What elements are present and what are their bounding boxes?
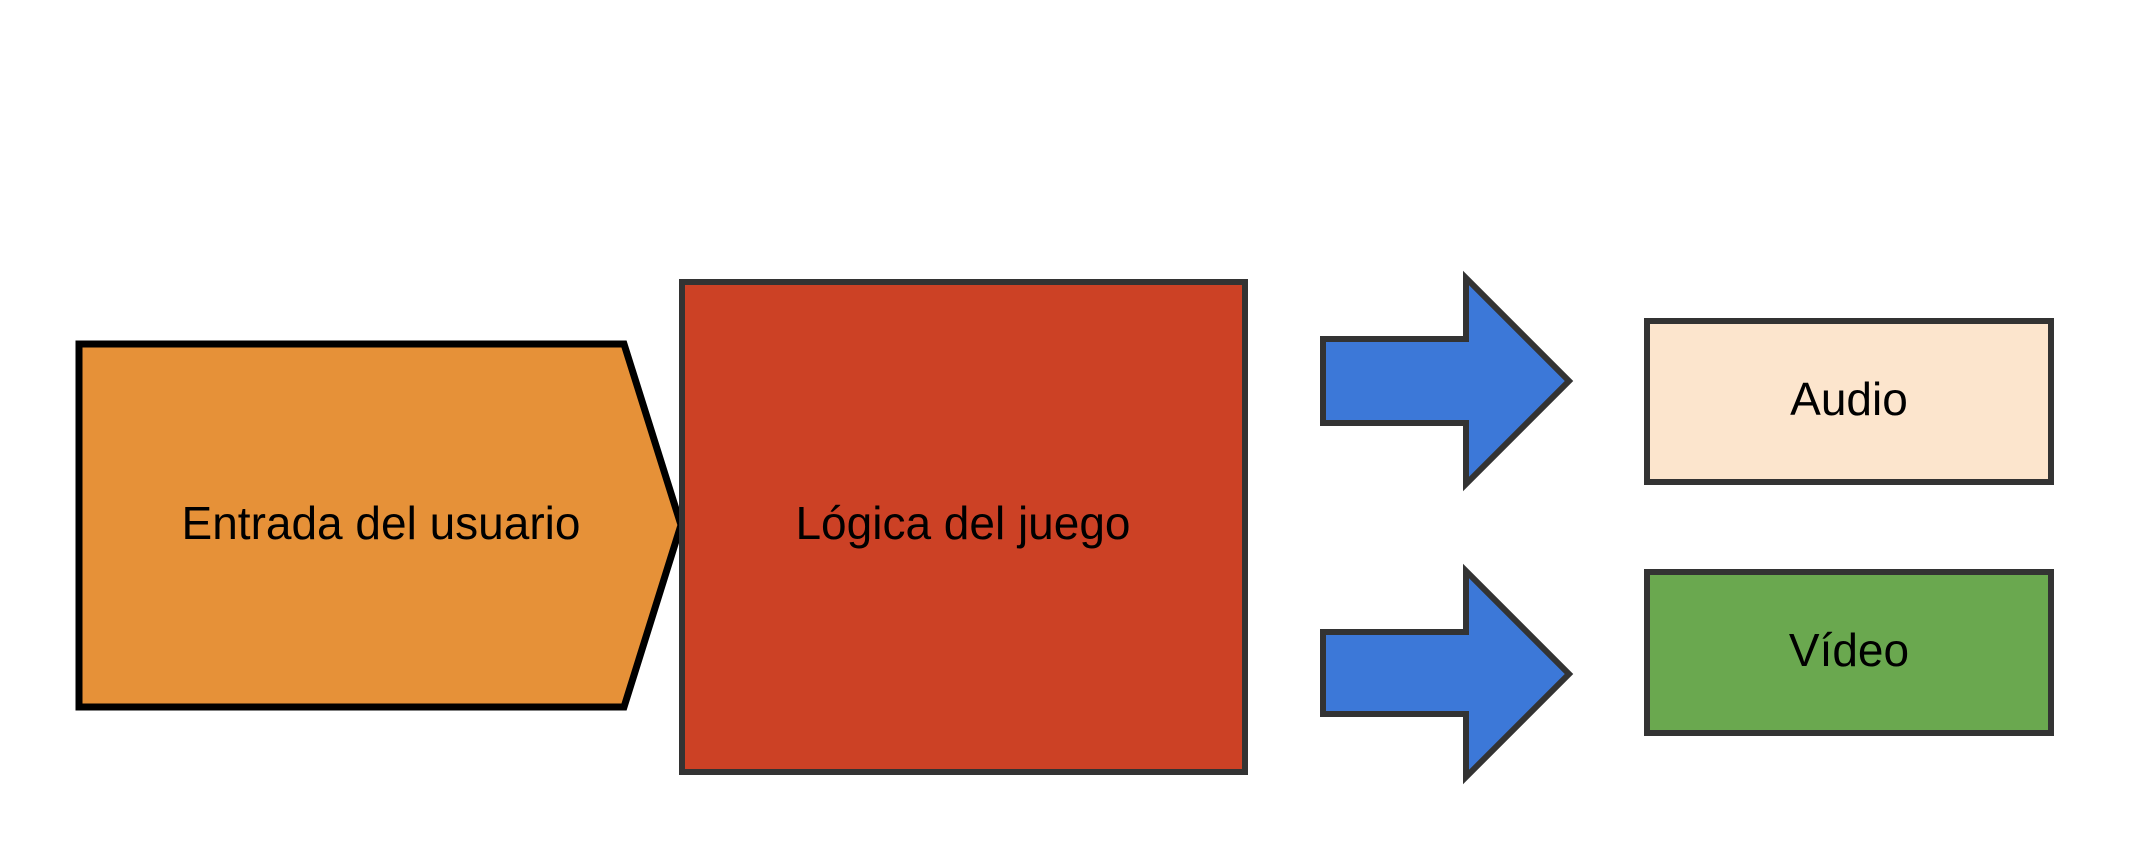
game-logic-node: Lógica del juego bbox=[679, 279, 1248, 775]
video-node: Vídeo bbox=[1644, 569, 2054, 736]
user-input-node: Entrada del usuario bbox=[75, 340, 685, 711]
right-arrow-icon bbox=[1320, 563, 1574, 785]
right-arrow-icon bbox=[1320, 270, 1574, 492]
arrow-to-video bbox=[1320, 563, 1574, 785]
audio-label: Audio bbox=[1790, 373, 1908, 425]
game-logic-label: Lógica del juego bbox=[795, 497, 1130, 549]
game-logic-shape bbox=[679, 279, 1248, 775]
user-input-label: Entrada del usuario bbox=[182, 497, 581, 549]
arrow-to-audio bbox=[1320, 270, 1574, 492]
audio-node: Audio bbox=[1644, 318, 2054, 485]
video-shape bbox=[1644, 569, 2054, 736]
audio-shape bbox=[1644, 318, 2054, 485]
video-label: Vídeo bbox=[1789, 624, 1909, 676]
user-input-shape bbox=[75, 340, 685, 711]
